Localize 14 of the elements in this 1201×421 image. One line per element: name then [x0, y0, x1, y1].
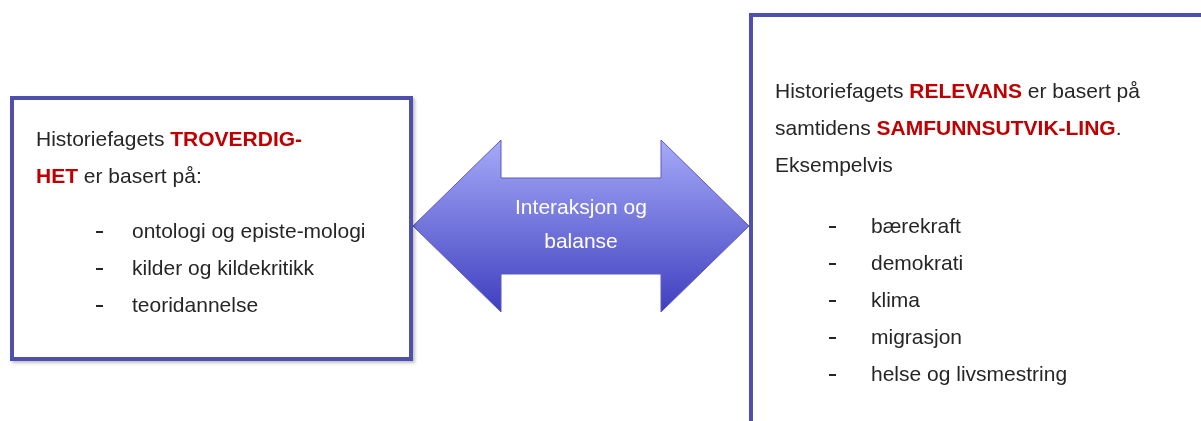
list-item: kilder og kildekritikk	[132, 255, 316, 281]
arrow-label: Interaksjon og balanse	[514, 194, 648, 254]
text-box	[10, 96, 413, 361]
list-item: klima	[871, 287, 921, 313]
heading-text: Historiefagets RELEVANS er basert på samtidens SAMFUNNSUTVIK-LING. Eksempelvis	[775, 78, 1141, 178]
list-item: ontologi og episte-mologi	[132, 218, 367, 244]
list-item: helse og livsmestring	[871, 361, 1069, 387]
heading-text: Historiefagets TROVERDIG-HET er basert på:	[36, 126, 304, 189]
list-item: migrasjon	[871, 324, 964, 350]
text-box	[749, 13, 1201, 421]
list-item: demokrati	[871, 250, 965, 276]
list-item: teoridannelse	[132, 292, 260, 318]
list-item: bærekraft	[871, 213, 962, 239]
double-block-arrow	[412, 139, 750, 313]
